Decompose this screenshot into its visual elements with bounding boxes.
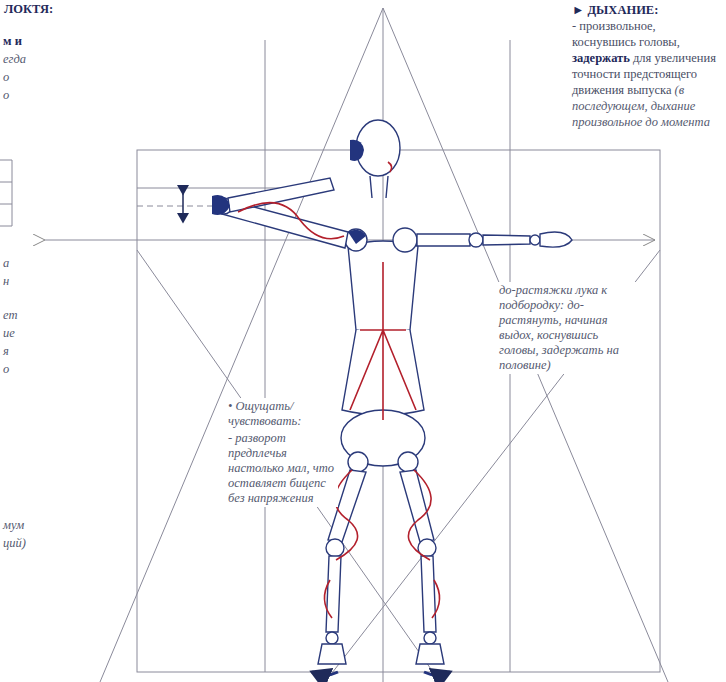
note-text: о bbox=[3, 88, 33, 103]
note-text: - произвольное, коснувшись головы, bbox=[572, 19, 680, 49]
note-text: м и bbox=[3, 34, 43, 49]
breathing-note: ► ДЫХАНИЕ:- произвольное, коснувшись гол… bbox=[572, 2, 720, 130]
note-text: егда bbox=[3, 52, 43, 67]
note-text: о bbox=[3, 362, 33, 377]
note-text: ие bbox=[3, 326, 33, 341]
note-text: н bbox=[3, 274, 33, 289]
note-text: • Ощущать/ чувствовать: bbox=[226, 398, 338, 430]
note-text: мум bbox=[3, 518, 43, 533]
note-text: ций) bbox=[3, 536, 43, 551]
note-text: я bbox=[3, 344, 33, 359]
note-text: ет bbox=[3, 308, 33, 323]
section-heading: ЛОКТЯ: bbox=[4, 2, 84, 17]
section-heading: ► ДЫХАНИЕ: bbox=[572, 2, 720, 18]
note-text: о bbox=[3, 70, 33, 85]
note-text: - разворот предплечья настолько мал, что… bbox=[226, 430, 338, 507]
note-text: задержать bbox=[572, 51, 630, 65]
note-text: до-растяжки лука к подбородку: до-растян… bbox=[497, 282, 641, 374]
note-text: а bbox=[3, 256, 33, 271]
